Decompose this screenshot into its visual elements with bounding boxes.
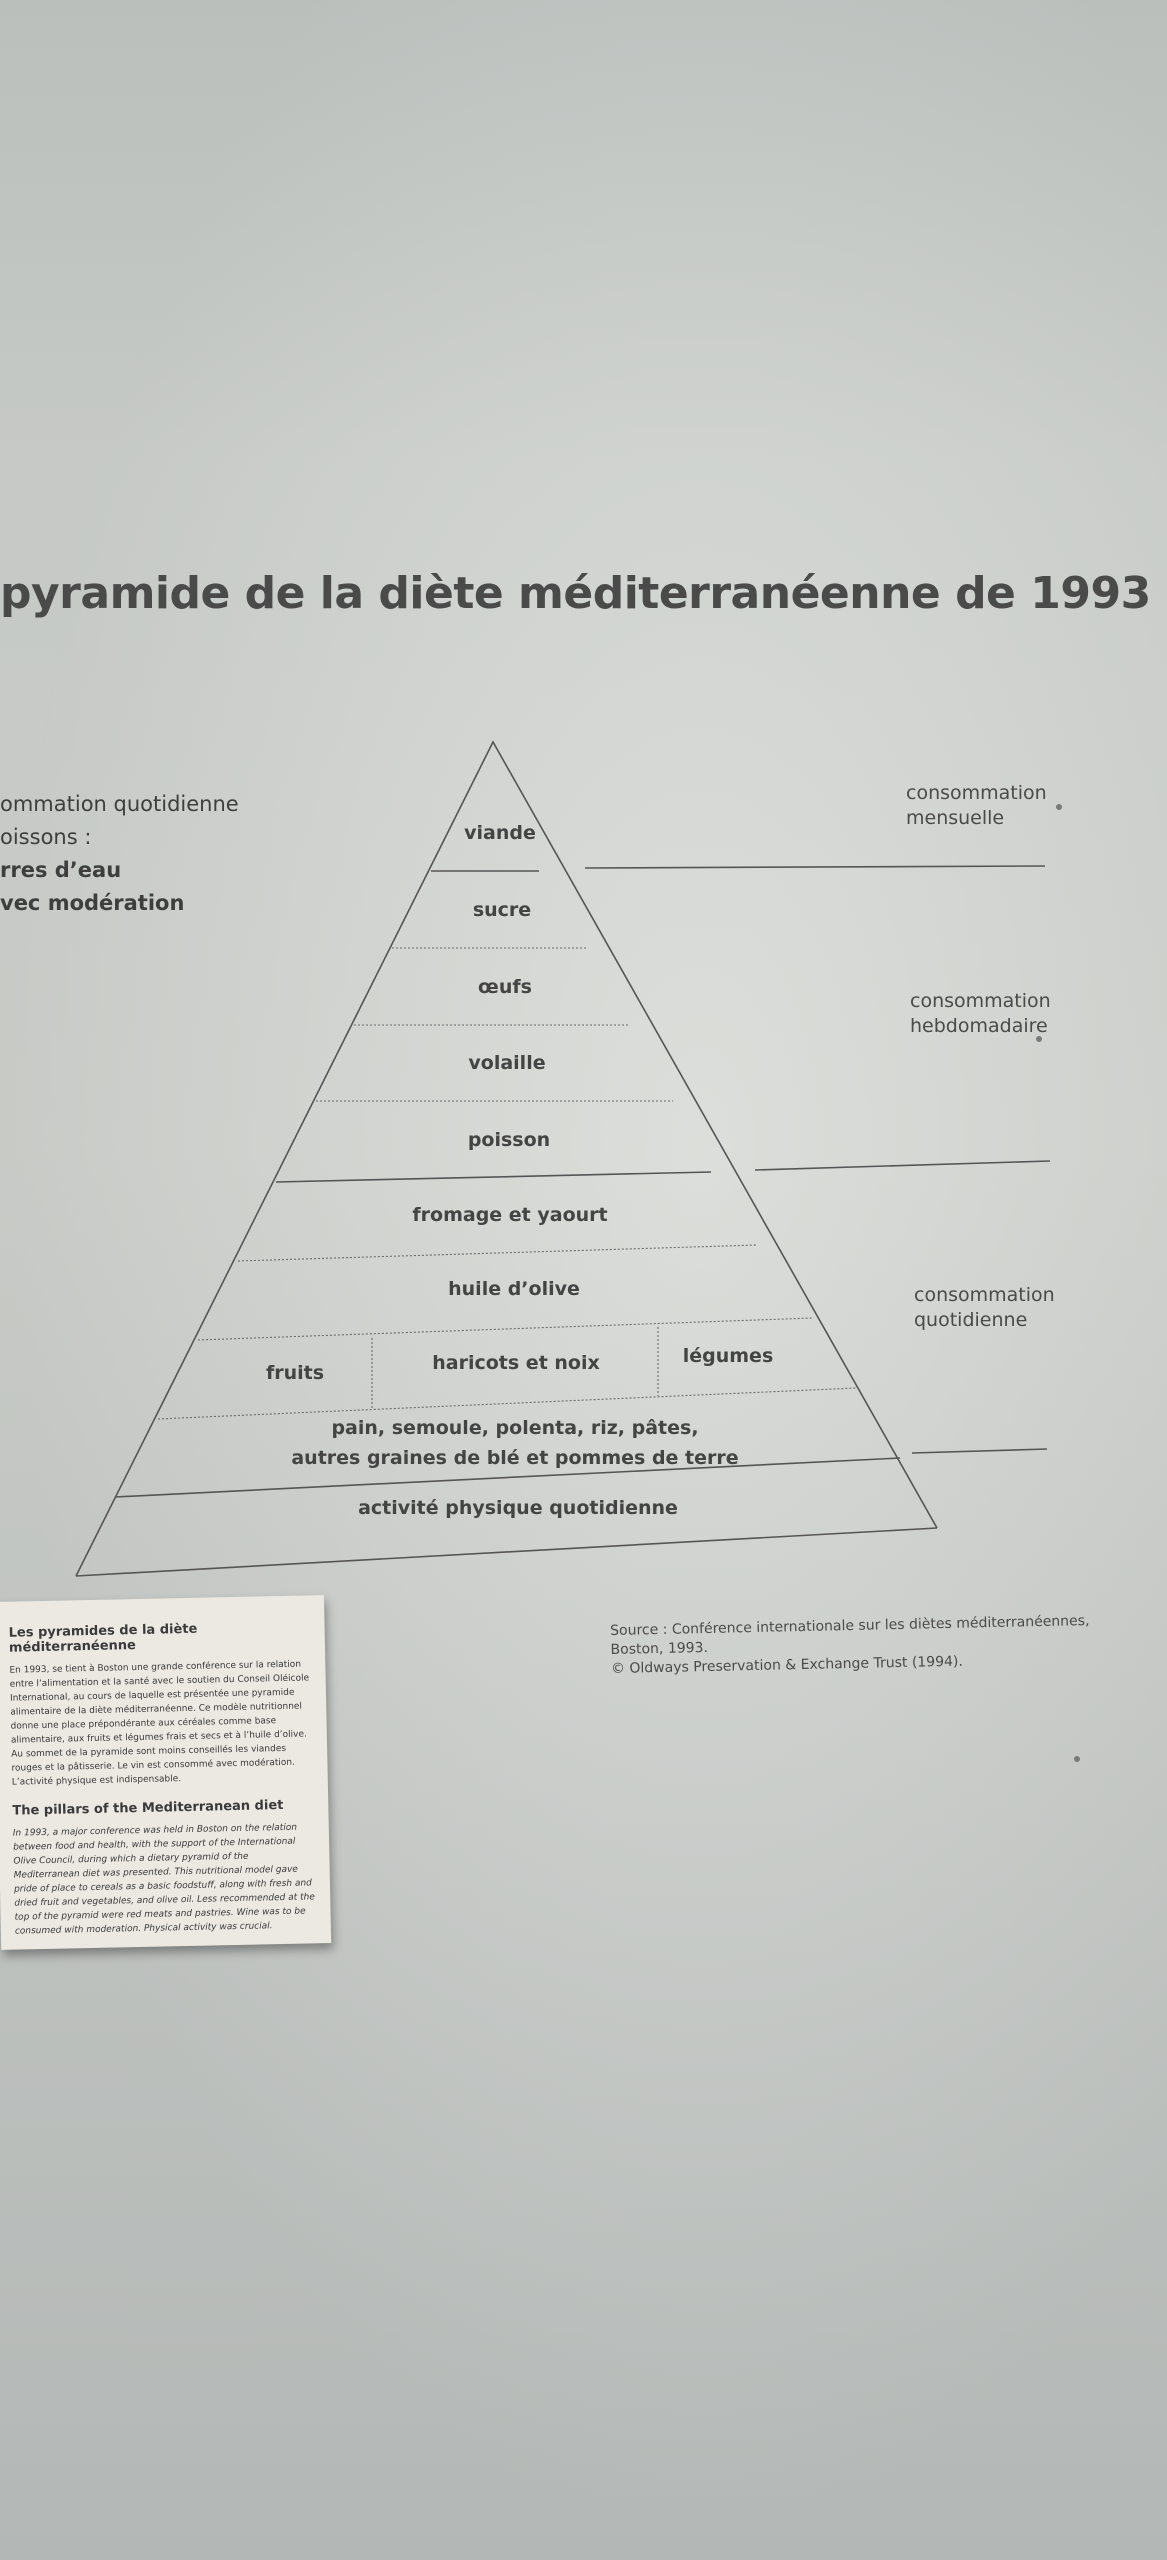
tier-label-haricots: haricots et noix bbox=[432, 1352, 600, 1374]
pyramid-outline bbox=[75, 740, 938, 1577]
tier-label-viande: viande bbox=[464, 822, 536, 844]
info-card: Les pyramides de la diète méditerranéenn… bbox=[0, 1595, 332, 1950]
tier-label-huile: huile d’olive bbox=[448, 1278, 580, 1300]
tier-label-poisson: poisson bbox=[467, 1129, 551, 1151]
monthly-bracket-line bbox=[584, 865, 1046, 869]
side-note-line: oissons : bbox=[0, 825, 92, 849]
tier-label-pain-line: pain, semoule, polenta, riz, pâtes, bbox=[331, 1417, 699, 1439]
tier-divider-dotted bbox=[157, 1387, 857, 1420]
pyramid-diagram bbox=[75, 740, 1051, 1577]
source-credit: Source : Conférence internationale sur l… bbox=[610, 1612, 1090, 1679]
weekly-bracket-line bbox=[754, 1160, 1051, 1171]
tier-label-legumes: légumes bbox=[682, 1345, 774, 1367]
tier-label-volaille: volaille bbox=[468, 1052, 546, 1074]
wall-mark bbox=[1074, 1756, 1080, 1762]
freq-line: hebdomadaire bbox=[910, 1015, 1048, 1037]
side-note: ommation quotidienne oissons : rres d’ea… bbox=[0, 788, 239, 920]
wall-mark bbox=[1056, 804, 1062, 810]
freq-line: quotidienne bbox=[914, 1309, 1028, 1331]
page-title: pyramide de la diète méditerranéenne de … bbox=[0, 568, 1151, 619]
tier-label-fromage: fromage et yaourt bbox=[412, 1204, 608, 1226]
tier-label-sucre: sucre bbox=[472, 899, 532, 921]
side-note-line: rres d’eau bbox=[0, 858, 122, 882]
pyramid-base bbox=[75, 1527, 938, 1577]
card-text-fr: En 1993, se tient à Boston une grande co… bbox=[9, 1659, 310, 1788]
tier-label-pain: pain, semoule, polenta, riz, pâtes, autr… bbox=[291, 1413, 738, 1473]
tier-divider bbox=[114, 1457, 901, 1498]
freq-line: consommation bbox=[914, 1284, 1055, 1306]
tier-label-fruits: fruits bbox=[265, 1362, 325, 1384]
freq-weekly: consommation hebdomadaire bbox=[910, 989, 1051, 1039]
freq-line: consommation bbox=[910, 990, 1051, 1012]
freq-monthly: consommation mensuelle bbox=[906, 781, 1047, 831]
tier-label-oeufs: œufs bbox=[478, 976, 532, 998]
daily-bracket-line bbox=[911, 1448, 1048, 1454]
tier-divider-dotted bbox=[237, 1244, 758, 1262]
side-note-line: ommation quotidienne bbox=[0, 792, 239, 816]
freq-daily: consommation quotidienne bbox=[914, 1283, 1055, 1333]
freq-line: consommation bbox=[906, 782, 1047, 804]
wall-mark bbox=[1036, 1036, 1042, 1042]
card-title-en: The pillars of the Mediterranean diet bbox=[12, 1797, 284, 1819]
card-title-fr: Les pyramides de la diète méditerranéenn… bbox=[8, 1621, 198, 1656]
tier-divider-dotted bbox=[197, 1317, 813, 1341]
card-text-en: In 1993, a major conference was held in … bbox=[12, 1822, 315, 1937]
side-note-line: vec modération bbox=[0, 891, 185, 915]
freq-line: mensuelle bbox=[906, 807, 1005, 829]
tier-label-activite: activité physique quotidienne bbox=[358, 1497, 678, 1519]
tier-divider bbox=[275, 1171, 712, 1183]
tier-label-pain-line: autres graines de blé et pommes de terre bbox=[291, 1447, 739, 1469]
